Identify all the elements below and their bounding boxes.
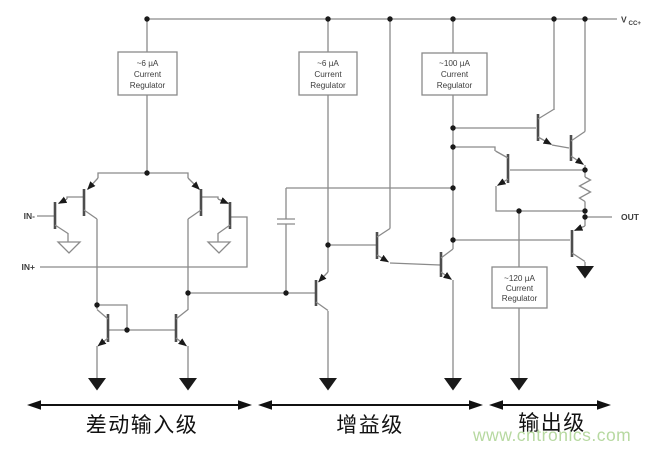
stage-label-differential-input: 差动输入级 xyxy=(86,414,199,437)
regulator-label: Regulator xyxy=(502,294,538,303)
regulator-value: ~120 µA xyxy=(504,274,535,283)
output-resistor xyxy=(578,176,592,203)
output-darlington-2-transistor xyxy=(569,130,586,166)
current-regulator-box-3: ~100 µA Current Regulator xyxy=(421,52,488,96)
current-mirror-right-transistor xyxy=(174,308,189,347)
arrow-right-icon xyxy=(597,400,611,410)
junction-dots xyxy=(94,16,588,333)
regulator-label: Current xyxy=(134,70,162,79)
stage-dividers xyxy=(27,400,611,410)
vee-arrow-icon xyxy=(319,378,337,391)
vee-arrow-icon xyxy=(576,266,594,279)
regulator-label: Current xyxy=(314,70,342,79)
regulator-label: Regulator xyxy=(310,81,346,90)
regulator-value: ~100 µA xyxy=(439,59,470,68)
vee-arrow-icon xyxy=(510,378,528,391)
input-pnp-left-top-transistor xyxy=(82,177,99,220)
vee-arrows xyxy=(88,266,594,391)
arrow-right-icon xyxy=(469,400,483,410)
vee-arrow-icon xyxy=(444,378,462,391)
output-sense-npn-transistor xyxy=(495,150,510,187)
regulator-label: Current xyxy=(441,70,469,79)
vcc-label: V CC+ xyxy=(621,15,641,28)
regulator-value: ~6 µA xyxy=(137,59,159,68)
stage-label-gain: 增益级 xyxy=(336,414,404,437)
current-mirror-left-transistor xyxy=(96,309,110,347)
vcc-label-subscript: CC+ xyxy=(629,20,642,27)
output-pnp-transistor xyxy=(570,224,586,263)
gain-npn-right-transistor xyxy=(439,248,454,281)
watermark: www.cntronics.com xyxy=(472,425,631,445)
input-pnp-left-bottom-transistor xyxy=(53,196,69,235)
regulator-label: Regulator xyxy=(437,81,473,90)
current-regulator-box-4: ~120 µA Current Regulator xyxy=(491,266,548,309)
ground-symbol-right xyxy=(206,241,232,254)
arrow-left-icon xyxy=(489,400,503,410)
gain-npn-transistor xyxy=(375,227,391,263)
in-plus-label: IN+ xyxy=(22,262,36,272)
current-regulator-box-2: ~6 µA Current Regulator xyxy=(298,51,358,96)
in-minus-label: IN- xyxy=(24,211,36,221)
ground-symbol-left xyxy=(56,241,82,254)
arrow-right-icon xyxy=(238,400,252,410)
output-darlington-1-transistor xyxy=(536,108,554,146)
arrow-left-icon xyxy=(258,400,272,410)
vee-arrow-icon xyxy=(88,378,106,391)
vcc-rail xyxy=(146,18,617,245)
input-pnp-right-top-transistor xyxy=(187,177,203,220)
vcc-label-main: V xyxy=(621,15,627,25)
regulator-value: ~6 µA xyxy=(317,59,339,68)
regulator-label: Current xyxy=(506,284,534,293)
vee-arrow-icon xyxy=(179,378,197,391)
input-pnp-right-bottom-transistor xyxy=(217,197,232,235)
wires xyxy=(37,127,612,378)
stage-label-output: 输出级 xyxy=(518,412,586,435)
arrow-left-icon xyxy=(27,400,41,410)
out-label: OUT xyxy=(621,212,640,222)
current-regulator-box-1: ~6 µA Current Regulator xyxy=(117,51,178,96)
regulator-label: Regulator xyxy=(130,81,166,90)
gain-pnp-transistor xyxy=(314,271,329,312)
